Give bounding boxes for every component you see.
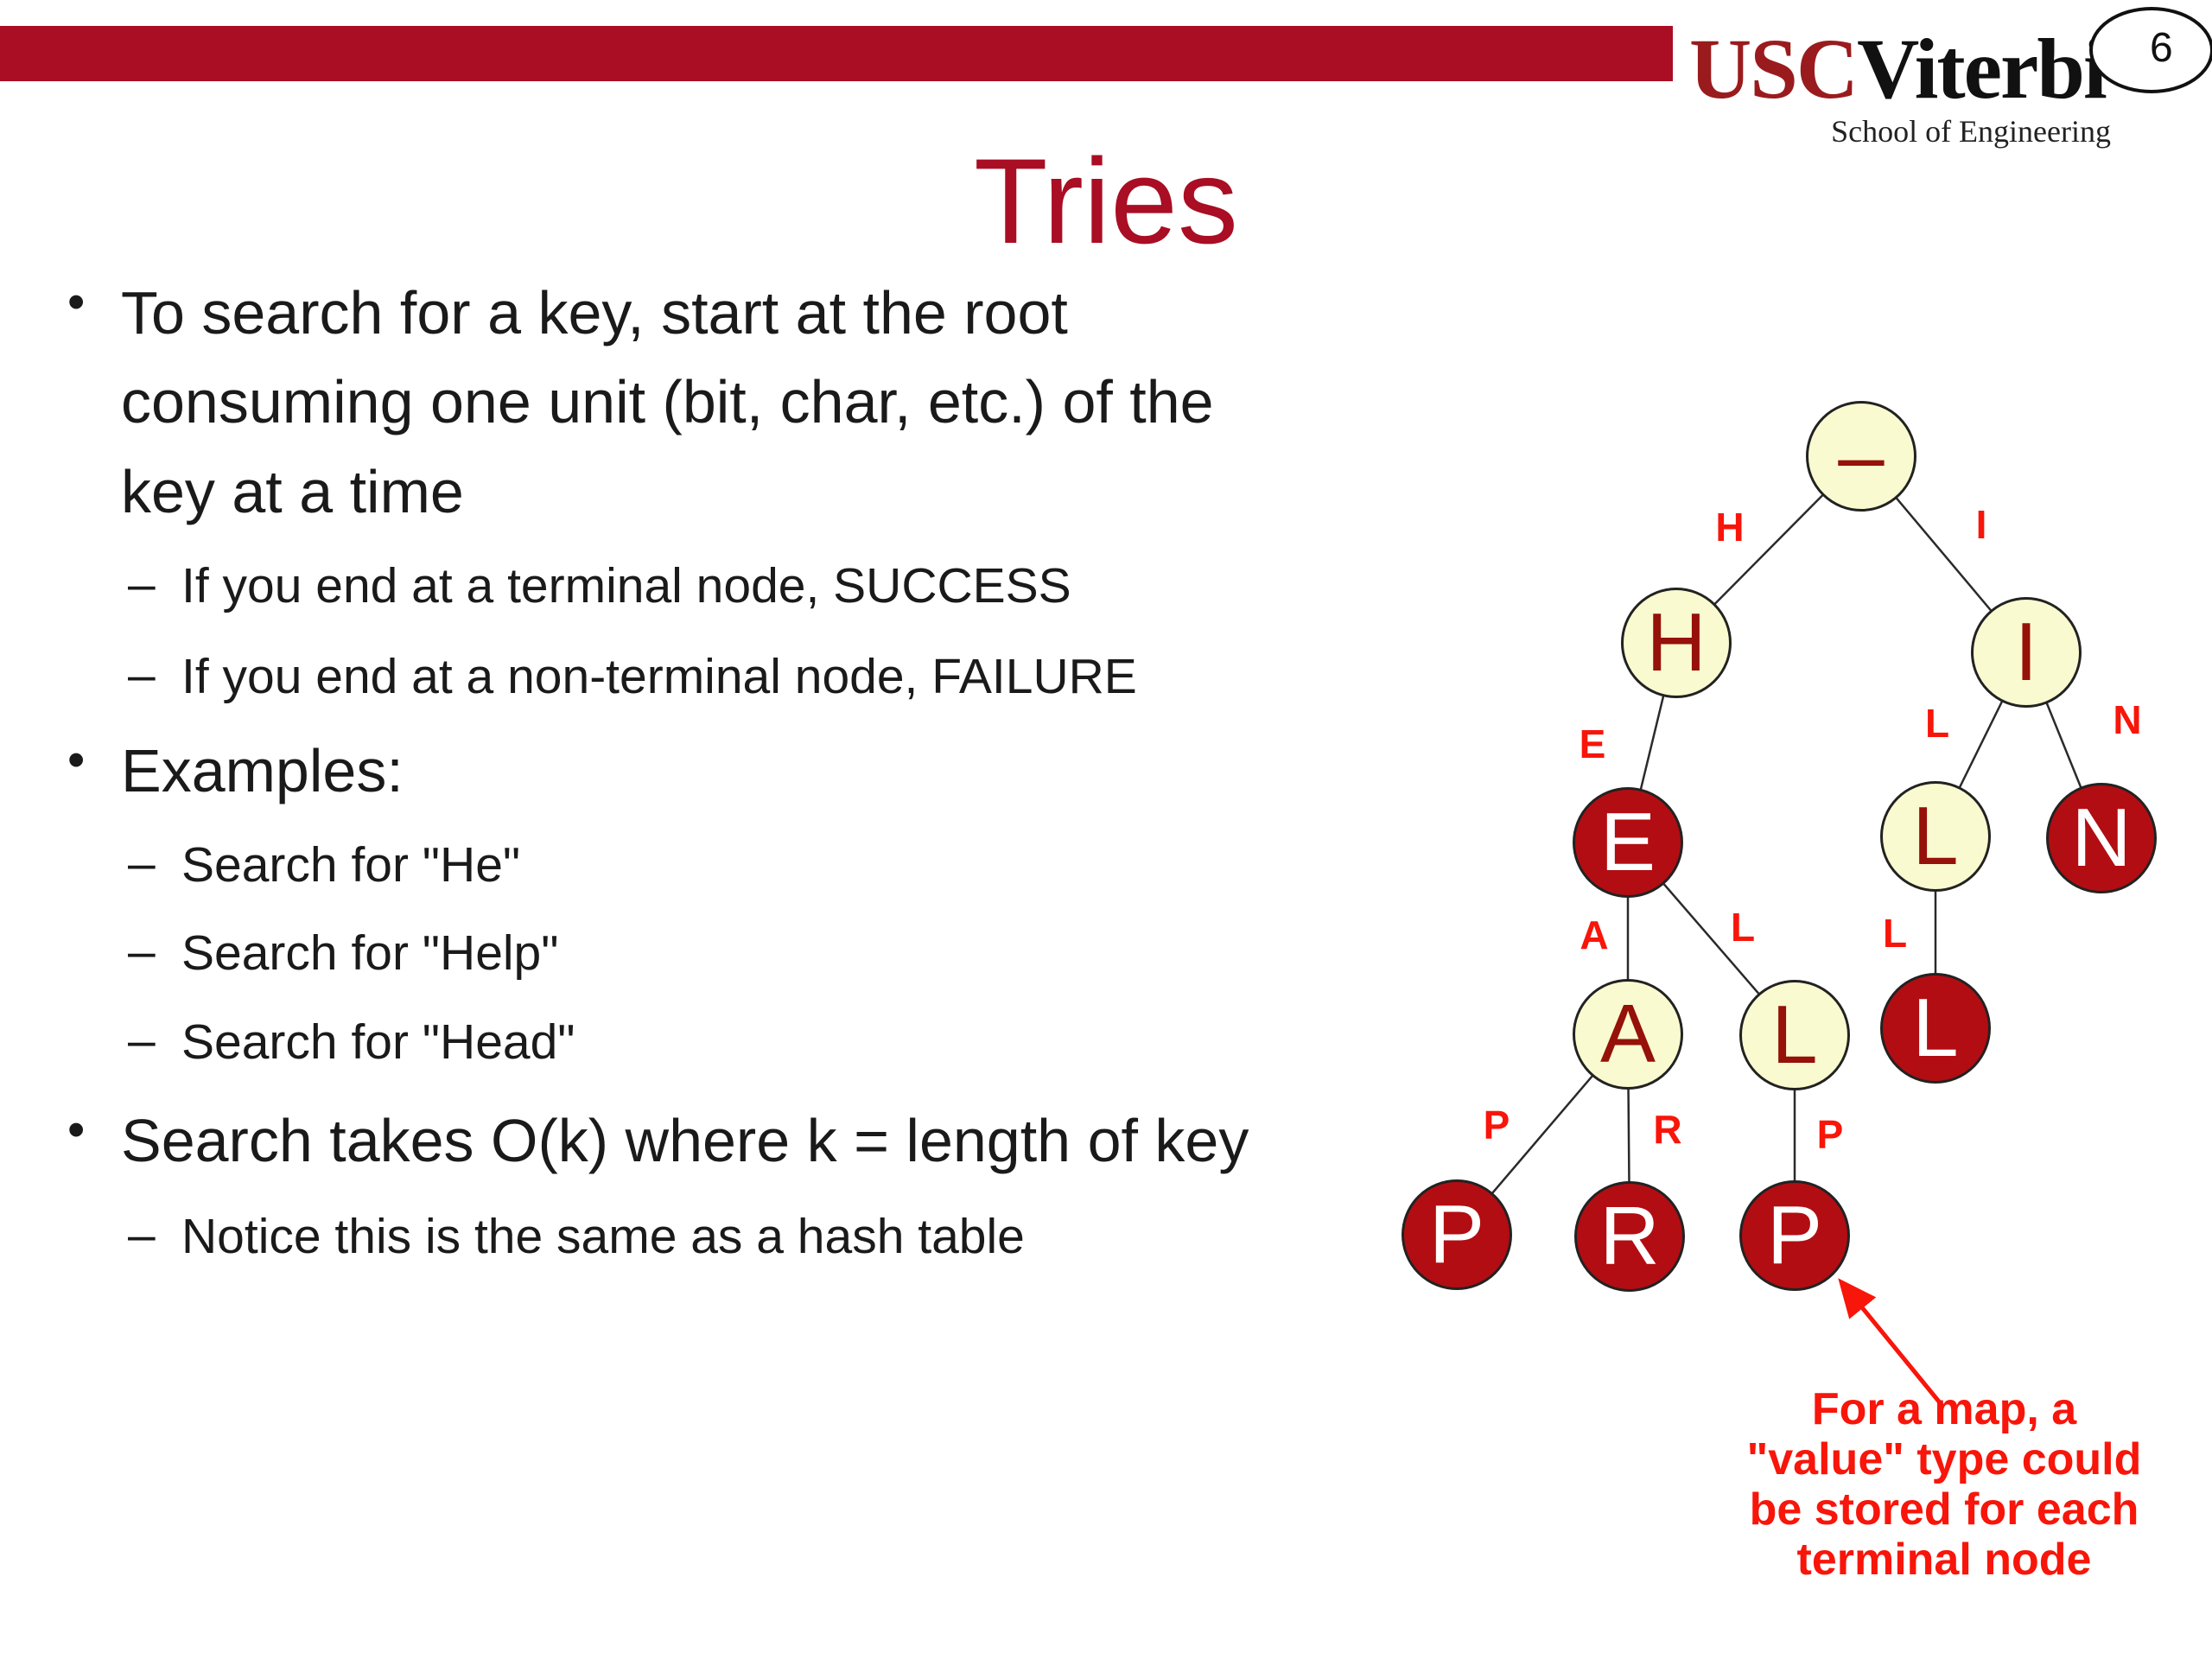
annotation-line: terminal node xyxy=(1796,1535,2092,1585)
bullet-text: If you end at a terminal node, SUCCESS xyxy=(181,558,1071,613)
logo-wordmark: USCViterbi xyxy=(1689,19,2121,118)
terminal-node-ill: L xyxy=(1880,973,1991,1084)
usc-viterbi-logo: USCViterbi School of Engineering xyxy=(1689,19,2121,149)
bullet-text: Search for "Head" xyxy=(181,1014,575,1070)
trie-node-h: H xyxy=(1621,588,1732,698)
trie-node-il: L xyxy=(1880,781,1991,892)
bullet-glyph: – xyxy=(128,836,156,891)
bullet-glyph: • xyxy=(67,732,86,788)
logo-school-text: School of Engineering xyxy=(1831,114,2111,149)
terminal-node-e: E xyxy=(1573,787,1683,898)
bullet-glyph: – xyxy=(128,647,156,702)
terminal-node-r: R xyxy=(1574,1181,1685,1292)
edge-label: N xyxy=(2113,697,2142,742)
edge-label: L xyxy=(1882,911,1908,956)
bullet-text: Examples: xyxy=(121,737,404,804)
bullet-text: Notice this is the same as a hash table xyxy=(181,1209,1025,1264)
terminal-node-p2: P xyxy=(1739,1180,1850,1291)
bullet-glyph: • xyxy=(67,1102,86,1158)
bullet-glyph: – xyxy=(128,924,156,979)
terminal-node-annotation: For a map, a "value" type could be store… xyxy=(1732,1384,2156,1585)
bullet-text: To search for a key, start at the root xyxy=(121,279,1068,346)
edge-label: H xyxy=(1715,505,1745,550)
edge-label: P xyxy=(1483,1103,1510,1147)
bullet-glyph: – xyxy=(128,556,156,612)
bullet-text: Search for "He" xyxy=(181,837,521,893)
annotation-line: For a map, a xyxy=(1811,1384,2077,1434)
trie-node-root: – xyxy=(1806,401,1916,512)
bullet-text: key at a time xyxy=(121,458,464,525)
annotation-line: be stored for each xyxy=(1749,1484,2139,1535)
bullet-glyph: – xyxy=(128,1207,156,1262)
terminal-node-n: N xyxy=(2046,783,2157,893)
edge-label: E xyxy=(1579,721,1606,766)
trie-node-a: A xyxy=(1573,979,1683,1090)
edge-label: I xyxy=(1975,502,1987,547)
cardinal-top-bar xyxy=(0,26,1673,81)
bullet-text: Search takes O(k) where k = length of ke… xyxy=(121,1107,1249,1174)
trie-node-el: L xyxy=(1739,980,1850,1090)
bullet-text: Search for "Help" xyxy=(181,925,559,981)
bullet-text: If you end at a non-terminal node, FAILU… xyxy=(181,649,1137,704)
trie-node-i: I xyxy=(1971,597,2082,708)
annotation-line: "value" type could xyxy=(1746,1434,2142,1484)
edge-label: L xyxy=(1924,701,1950,746)
annotation-arrow xyxy=(1838,1278,1944,1408)
terminal-node-p1: P xyxy=(1402,1179,1512,1290)
page-number: 6 xyxy=(2150,25,2173,71)
slide-title: Tries xyxy=(974,133,1238,269)
page-number-oval xyxy=(2089,7,2212,93)
edge-label: L xyxy=(1730,905,1756,950)
bullet-text: consuming one unit (bit, char, etc.) of … xyxy=(121,368,1214,435)
logo-viterbi-text: Viterbi xyxy=(1857,21,2107,117)
bullet-glyph: • xyxy=(67,274,86,330)
edge-label: P xyxy=(1816,1112,1844,1157)
edge-label: R xyxy=(1653,1107,1682,1152)
edge-label: A xyxy=(1580,912,1609,957)
logo-usc-text: USC xyxy=(1689,21,1859,117)
bullet-glyph: – xyxy=(128,1013,156,1068)
